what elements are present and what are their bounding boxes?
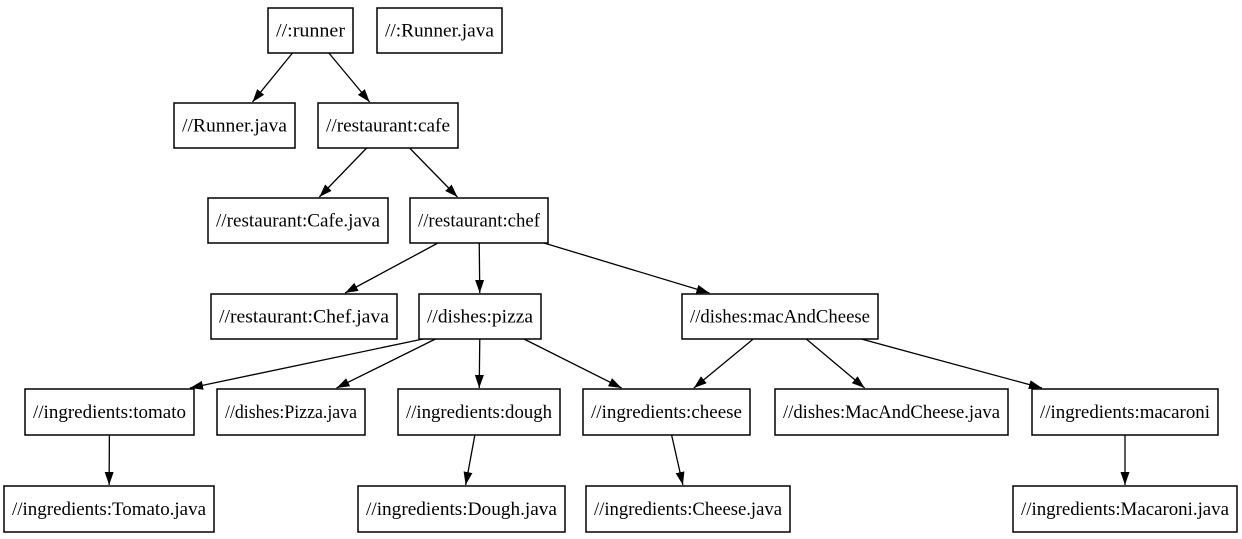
graph-node-macaroni: //ingredients:macaroni: [1031, 388, 1219, 436]
graph-node-pizzaJava: //dishes:Pizza.java: [216, 388, 366, 436]
graph-node-pizza: //dishes:pizza: [418, 293, 542, 340]
graph-node-box: [173, 102, 296, 149]
graph-node-chefJava: //restaurant:Chef.java: [210, 293, 398, 340]
graph-node-cafeJava: //restaurant:Cafe.java: [207, 197, 389, 244]
graph-node-box: [24, 388, 195, 436]
graph-node-tomatoJava: //ingredients:Tomato.java: [3, 485, 215, 533]
graph-node-box: [418, 293, 542, 340]
graph-node-label: //restaurant:chef: [418, 211, 541, 232]
graph-edge-pizza-dough: [474, 338, 484, 389]
graph-node-box: [409, 197, 549, 244]
graph-node-box: [681, 293, 879, 340]
graph-node-box: [1012, 485, 1238, 533]
graph-node-box: [357, 485, 566, 533]
graph-node-box: [216, 388, 366, 436]
graph-node-label: //restaurant:Cafe.java: [216, 211, 381, 232]
graph-node-label: //:Runner.java: [385, 21, 495, 42]
graph-node-chef: //restaurant:chef: [409, 197, 549, 244]
graph-edge-chef-macAndCheese: [543, 242, 710, 294]
graph-node-label: //ingredients:macaroni: [1040, 402, 1210, 423]
graph-node-runnerJavaTop: //:Runner.java: [376, 7, 503, 54]
graph-node-macAndCheese: //dishes:macAndCheese: [681, 293, 879, 340]
graph-node-box: [582, 388, 751, 436]
graph-node-box: [207, 197, 389, 244]
graph-edge-pizza-cheese: [523, 338, 622, 389]
graph-node-box: [210, 293, 398, 340]
graph-edge-pizza-pizzaJava: [336, 338, 436, 389]
graph-node-runner: //:runner: [267, 7, 354, 54]
graph-node-label: //restaurant:cafe: [326, 116, 450, 137]
graph-node-label: //:runner: [276, 21, 346, 42]
graph-edge-macAndCheese-macAndCheeseJava: [805, 338, 866, 389]
graph-node-label: //ingredients:dough: [406, 402, 552, 423]
graph-node-label: //ingredients:cheese: [591, 402, 742, 423]
graph-node-box: [376, 7, 503, 54]
graph-edge-macAndCheese-macaroni: [861, 338, 1043, 389]
graph-edge-runner-cafe: [328, 52, 371, 103]
graph-node-cheese: //ingredients:cheese: [582, 388, 751, 436]
graph-node-dough: //ingredients:dough: [397, 388, 561, 436]
graph-node-box: [3, 485, 215, 533]
graph-node-label: //dishes:MacAndCheese.java: [783, 402, 1001, 423]
graph-node-label: //ingredients:Tomato.java: [12, 499, 207, 520]
graph-node-label: //ingredients:Macaroni.java: [1021, 499, 1230, 520]
graph-node-box: [317, 102, 459, 149]
edges-layer: [104, 52, 1130, 486]
graph-node-box: [267, 7, 354, 54]
graph-edge-chef-chefJava: [344, 242, 439, 294]
graph-node-box: [774, 388, 1009, 436]
graph-node-tomato: //ingredients:tomato: [24, 388, 195, 436]
graph-node-box: [585, 485, 791, 533]
graph-node-cheeseJava: //ingredients:Cheese.java: [585, 485, 791, 533]
graph-edge-chef-pizza: [475, 242, 485, 294]
graph-node-doughJava: //ingredients:Dough.java: [357, 485, 566, 533]
graph-edge-macAndCheese-cheese: [693, 338, 754, 389]
graph-edge-cheese-cheeseJava: [670, 434, 685, 486]
graph-node-macAndCheeseJava: //dishes:MacAndCheese.java: [774, 388, 1009, 436]
graph-edge-dough-doughJava: [463, 434, 476, 486]
graph-node-runnerJava: //Runner.java: [173, 102, 296, 149]
graph-node-macaroniJava: //ingredients:Macaroni.java: [1012, 485, 1238, 533]
graph-edge-cafe-chef: [409, 147, 458, 198]
graph-node-label: //dishes:pizza: [427, 307, 534, 328]
graph-edge-runner-runnerJava: [251, 52, 294, 103]
graph-node-cafe: //restaurant:cafe: [317, 102, 459, 149]
graph-node-label: //ingredients:Cheese.java: [594, 499, 783, 520]
graph-node-label: //ingredients:tomato: [33, 402, 186, 423]
graph-edge-cafe-cafeJava: [318, 147, 368, 198]
graph-node-label: //restaurant:Chef.java: [219, 307, 390, 328]
nodes-layer: //:runner //:Runner.java //Runner.java //re…: [3, 7, 1238, 533]
graph-node-box: [397, 388, 561, 436]
graph-node-label: //ingredients:Dough.java: [366, 499, 558, 520]
graph-edge-pizza-tomato: [189, 338, 424, 390]
graph-node-label: //dishes:Pizza.java: [225, 402, 358, 423]
graph-node-label: //Runner.java: [182, 116, 288, 137]
graph-node-label: //dishes:macAndCheese: [690, 307, 870, 328]
graph-node-box: [1031, 388, 1219, 436]
